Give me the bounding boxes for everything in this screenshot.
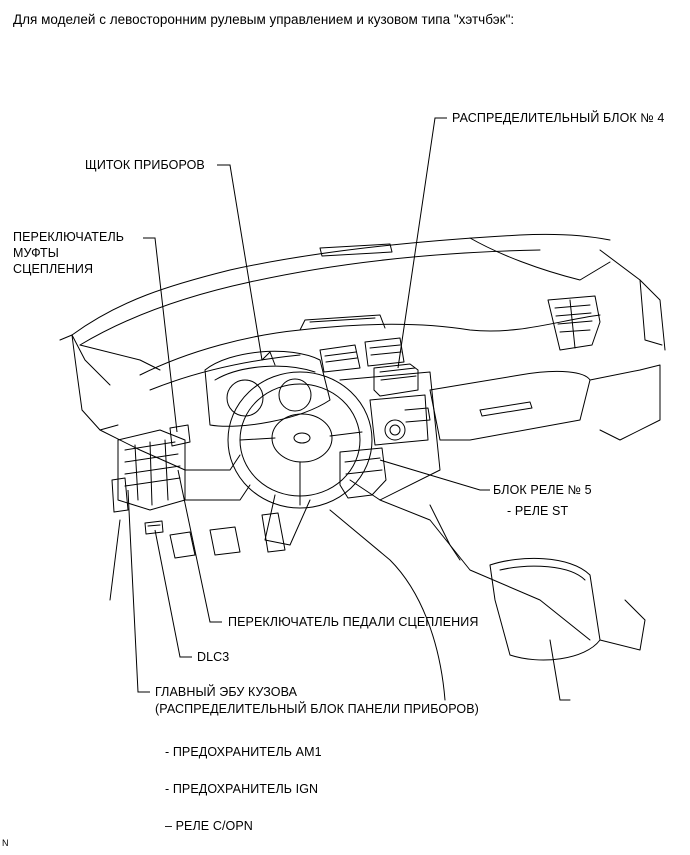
glovebox: [429, 370, 591, 441]
junction-block-4: [373, 363, 419, 397]
label-clutch-switch-line3: СЦЕПЛЕНИЯ: [13, 262, 94, 276]
leader-clutch-switch: [143, 237, 178, 433]
instrument-cluster: [204, 350, 331, 427]
leader-dlc3: [154, 529, 192, 658]
corner-mark: N: [2, 838, 9, 848]
center-stack: [339, 371, 441, 501]
dlc3-connector: [144, 520, 164, 535]
label-fuse-am1: - ПРЕДОХРАНИТЕЛЬ AM1: [165, 745, 322, 759]
label-clutch-pedal-switch: ПЕРЕКЛЮЧАТЕЛЬ ПЕДАЛИ СЦЕПЛЕНИЯ: [228, 615, 479, 629]
leader-relay-block-5: [379, 459, 490, 491]
relay-block-5: [339, 447, 387, 499]
pedal-middle: [209, 526, 241, 556]
label-relay-block-5: БЛОК РЕЛЕ № 5: [493, 483, 592, 497]
leader-junction-block-4: [397, 117, 447, 369]
pedal-left: [169, 531, 196, 559]
label-relay-st: - РЕЛЕ ST: [507, 504, 569, 518]
label-instrument-cluster: ЩИТОК ПРИБОРОВ: [85, 158, 205, 172]
clutch-switch: [169, 424, 191, 447]
label-main-body-ecu-line1: ГЛАВНЫЙ ЭБУ КУЗОВА: [155, 685, 298, 699]
leader-clutch-pedal-switch: [177, 469, 222, 623]
leader-instrument-cluster: [217, 164, 263, 361]
label-main-body-ecu-line2: (РАСПРЕДЕЛИТЕЛЬНЫЙ БЛОК ПАНЕЛИ ПРИБОРОВ): [155, 702, 479, 716]
windshield-outline: [71, 233, 611, 336]
pedal-right: [261, 512, 286, 553]
steering-wheel: [227, 371, 373, 509]
right-vent: [547, 295, 601, 351]
label-dlc3: DLC3: [197, 650, 230, 664]
label-clutch-switch-line1: ПЕРЕКЛЮЧАТЕЛЬ: [13, 230, 125, 244]
diagram-title: Для моделей с левосторонним рулевым упра…: [13, 12, 515, 27]
leader-main-body-ecu: [127, 489, 150, 693]
armrest: [489, 558, 601, 661]
center-vent-left: [319, 344, 361, 373]
label-relay-copn: – РЕЛЕ C/OPN: [165, 819, 253, 833]
dashboard-top: [139, 314, 601, 376]
center-vent-right: [364, 337, 405, 367]
label-fuse-ign: - ПРЕДОХРАНИТЕЛЬ IGN: [165, 782, 319, 796]
label-junction-block-4: РАСПРЕДЕЛИТЕЛЬНЫЙ БЛОК № 4: [452, 111, 665, 125]
label-clutch-switch-line2: МУФТЫ: [13, 246, 59, 260]
